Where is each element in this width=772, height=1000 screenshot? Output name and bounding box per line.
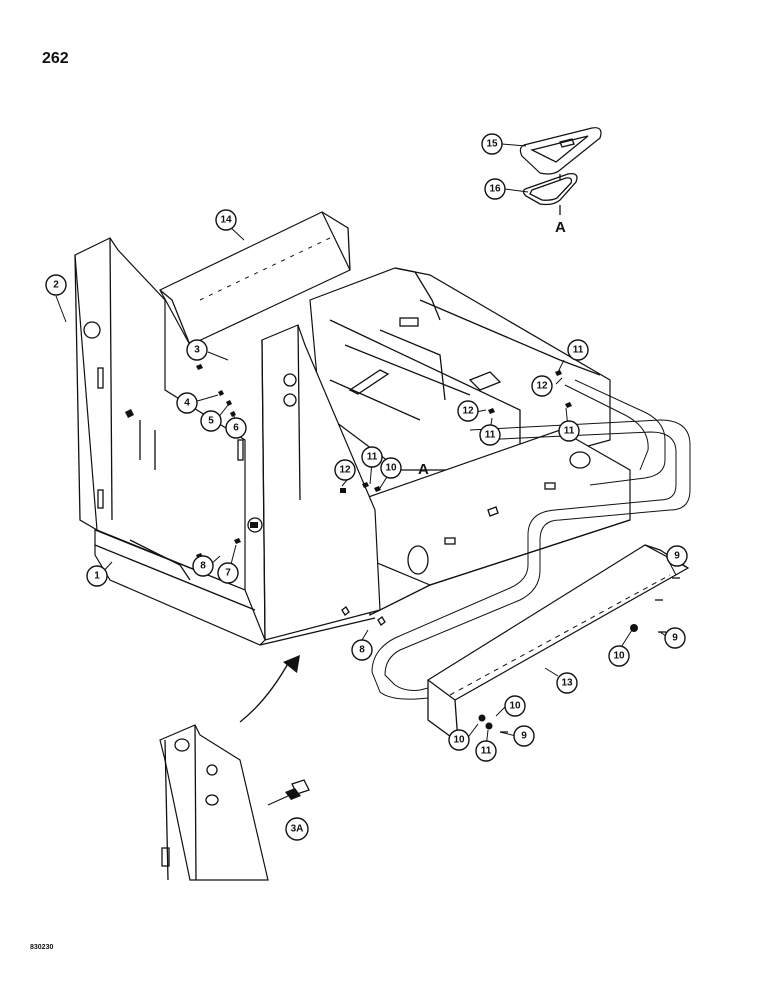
detail-a-seal-group: A: [519, 127, 602, 236]
svg-text:3A: 3A: [291, 824, 304, 835]
svg-text:11: 11: [367, 452, 378, 463]
callout-14: 14: [215, 209, 237, 231]
svg-text:4: 4: [184, 398, 190, 409]
svg-text:9: 9: [672, 633, 678, 644]
callout-1: 1: [86, 565, 108, 587]
callout-3a: 3A: [285, 817, 309, 841]
callout-11a: 11: [567, 339, 589, 361]
svg-text:13: 13: [561, 678, 573, 689]
callout-3: 3: [186, 339, 208, 361]
svg-text:6: 6: [233, 423, 239, 434]
svg-text:11: 11: [573, 345, 584, 356]
hydraulic-hoses: [371, 379, 691, 700]
callout-10a: 10: [380, 457, 402, 479]
callout-4: 4: [176, 392, 198, 414]
svg-text:5: 5: [208, 416, 214, 427]
svg-text:8: 8: [200, 561, 206, 572]
callout-11b: 11: [558, 420, 580, 442]
callout-5: 5: [200, 410, 222, 432]
svg-text:2: 2: [53, 280, 59, 291]
callout-16: 16: [484, 178, 506, 200]
base-frame: [94, 529, 376, 646]
svg-text:16: 16: [489, 184, 501, 195]
callout-2: 2: [45, 274, 67, 296]
callout-12c: 12: [334, 459, 356, 481]
svg-text:11: 11: [564, 426, 575, 437]
callout-10b: 10: [608, 645, 630, 667]
svg-text:10: 10: [385, 463, 397, 474]
page-number: 262: [42, 50, 69, 67]
callout-13: 13: [556, 672, 578, 694]
left-side-sheet: [74, 237, 246, 591]
callout-8b: 8: [351, 639, 373, 661]
detail-a-frame-label: A: [418, 461, 429, 478]
upper-panel-part: [159, 211, 351, 346]
detail-a-label: A: [555, 219, 566, 236]
svg-text:12: 12: [462, 406, 474, 417]
callout-10c: 10: [504, 695, 526, 717]
svg-text:10: 10: [453, 735, 465, 746]
callout-9c: 9: [513, 725, 535, 747]
callout-11e: 11: [475, 740, 497, 762]
svg-text:15: 15: [486, 139, 498, 150]
callout-10d: 10: [448, 729, 470, 751]
callout-8a: 8: [192, 555, 214, 577]
svg-text:7: 7: [225, 568, 231, 579]
svg-text:8: 8: [359, 645, 365, 656]
callout-12b: 12: [457, 400, 479, 422]
rear-frame: [309, 267, 611, 471]
callout-9a: 9: [666, 545, 688, 567]
svg-text:1: 1: [94, 571, 100, 582]
svg-text:12: 12: [536, 381, 548, 392]
callout-6: 6: [225, 417, 247, 439]
callout-7: 7: [217, 562, 239, 584]
svg-text:12: 12: [339, 465, 351, 476]
svg-text:11: 11: [481, 746, 492, 757]
callout-15: 15: [481, 133, 503, 155]
callout-9b: 9: [664, 627, 686, 649]
svg-text:11: 11: [485, 430, 496, 441]
svg-text:3: 3: [194, 345, 200, 356]
inset-post-detail: [159, 655, 310, 881]
svg-text:9: 9: [521, 731, 527, 742]
callout-11d: 11: [361, 446, 383, 468]
svg-text:14: 14: [220, 215, 232, 226]
svg-text:10: 10: [613, 651, 625, 662]
svg-text:9: 9: [674, 551, 680, 562]
callout-12a: 12: [531, 375, 553, 397]
svg-text:10: 10: [509, 701, 521, 712]
callout-11c: 11: [479, 424, 501, 446]
drawing-code: 830230: [30, 944, 54, 951]
lower-cover-part: [426, 544, 690, 744]
